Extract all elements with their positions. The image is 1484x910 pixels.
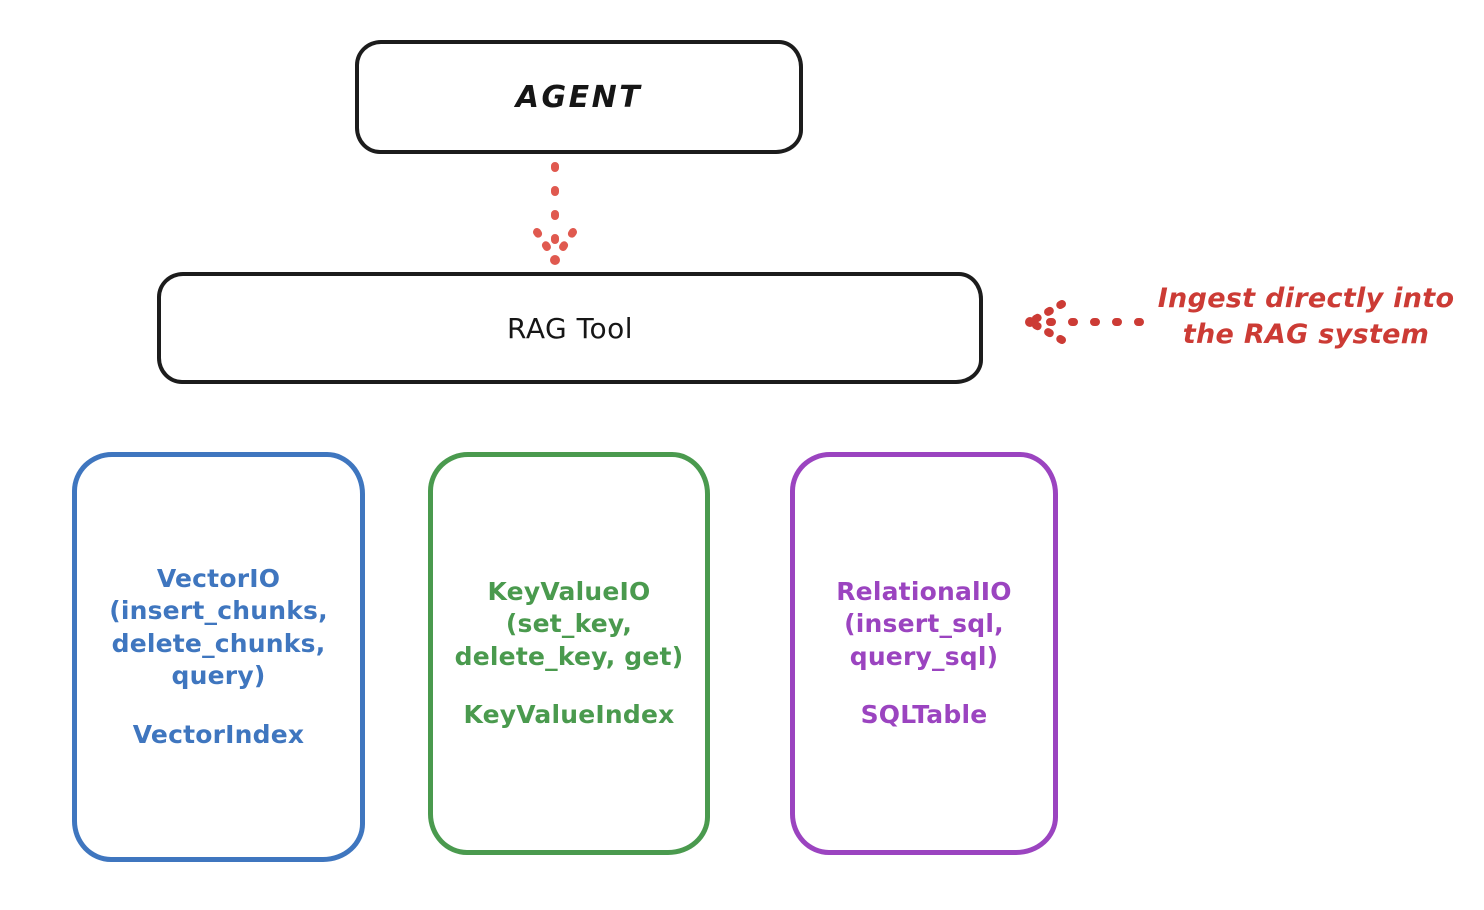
node-relational-io-index: SQLTable bbox=[860, 700, 988, 729]
annotation-text: Ingest directly into the RAG system bbox=[1157, 283, 1455, 350]
node-key-value-io-index: KeyValueIndex bbox=[463, 700, 675, 729]
node-vector-io[interactable]: VectorIO (insert_chunks, delete_chunks, … bbox=[72, 452, 365, 862]
node-rag-tool-label: RAG Tool bbox=[507, 311, 633, 345]
node-agent[interactable]: AGENT bbox=[355, 40, 803, 154]
node-relational-io[interactable]: RelationalIO (insert_sql, query_sql) SQL… bbox=[790, 452, 1058, 855]
node-relational-io-api: RelationalIO (insert_sql, query_sql) bbox=[836, 576, 1012, 671]
node-agent-label: AGENT bbox=[515, 79, 643, 115]
node-vector-io-index: VectorIndex bbox=[132, 719, 305, 749]
node-vector-io-api: VectorIO (insert_chunks, delete_chunks, … bbox=[109, 563, 328, 691]
node-rag-tool[interactable]: RAG Tool bbox=[157, 272, 983, 384]
annotation-arrow-left-icon bbox=[1025, 300, 1144, 344]
node-key-value-io-api: KeyValueIO (set_key, delete_key, get) bbox=[454, 576, 684, 671]
spacer bbox=[101, 693, 336, 719]
connector-agent-to-rag-icon bbox=[533, 162, 577, 265]
node-key-value-io[interactable]: KeyValueIO (set_key, delete_key, get) Ke… bbox=[428, 452, 710, 855]
spacer bbox=[828, 673, 1020, 699]
spacer bbox=[447, 673, 692, 699]
